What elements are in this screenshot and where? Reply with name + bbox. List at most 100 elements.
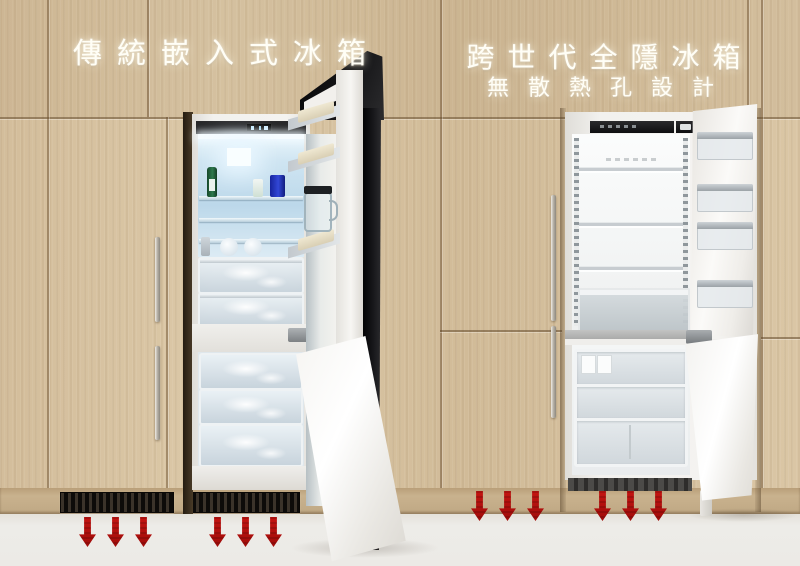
vent-grille (188, 492, 300, 513)
vent-arrow-icon (107, 517, 124, 547)
pitcher-body (304, 192, 332, 232)
compartment-divider (565, 339, 757, 345)
vent-arrow-icon (135, 517, 152, 547)
cabinet-seam (440, 330, 562, 332)
cabinet-seam (166, 117, 168, 488)
display-digit (251, 126, 254, 130)
temperature-display (247, 124, 271, 131)
cabinet-seam (747, 0, 749, 117)
drawer-divider (629, 425, 631, 459)
blue-container (270, 175, 285, 197)
shelf (579, 168, 683, 171)
white-can (253, 179, 263, 197)
door-hinge (288, 328, 308, 342)
right-subtitle: 無散熱孔設計 (486, 75, 733, 100)
right-title: 跨世代全隱冰箱 (466, 42, 754, 73)
cabinet-handle (155, 346, 160, 440)
drawer-rail (200, 259, 302, 263)
freezer-drawer (574, 384, 688, 421)
vent-arrow-icon (471, 491, 488, 521)
back-wall-marks (606, 158, 656, 161)
cabinet-seam (440, 0, 442, 488)
left-fridge-body (192, 114, 310, 490)
right-fridge-alcove-shadow (755, 108, 761, 512)
pitcher-handle (329, 200, 338, 221)
cabinet-seam (147, 0, 149, 117)
left-title: 傳統嵌入式冰箱 (72, 38, 381, 70)
left-fridge-fresh-interior (198, 134, 304, 257)
door-floor-shadow (688, 508, 798, 522)
display-digit (259, 126, 261, 130)
freezer-drawer (199, 353, 303, 390)
right-door-open (691, 104, 758, 338)
airflow-arrows-left-a (79, 517, 152, 547)
shelf (579, 223, 683, 226)
vent-arrow-icon (79, 517, 96, 547)
vent-arrow-icon (527, 491, 544, 521)
airflow-arrows-right-b (594, 491, 667, 521)
door-bin (697, 280, 753, 308)
control-toggle (680, 124, 691, 130)
freezer-drawer (199, 424, 303, 467)
cabinet-handle (551, 195, 556, 321)
ice-tray (581, 355, 596, 374)
vent-arrow-icon (209, 517, 226, 547)
door-bin (288, 142, 340, 176)
led-strip (574, 138, 579, 326)
door-bin (288, 100, 340, 134)
control-module (676, 121, 698, 133)
vent-grille (60, 492, 174, 513)
chiller-drawer (198, 257, 304, 294)
compartment-divider (565, 330, 692, 339)
left-fridge-control-panel (196, 121, 306, 134)
vent-arrow-icon (650, 491, 667, 521)
cabinet-seam (0, 117, 800, 119)
airflow-arrows-right-a (471, 491, 544, 521)
cabinet-handle (155, 237, 160, 322)
shelf (199, 196, 303, 200)
ice-tray (597, 355, 612, 374)
display-marks (600, 125, 640, 128)
pitcher-lid (304, 186, 332, 194)
right-fridge-freezer-interior (572, 345, 690, 475)
frost-tub (220, 238, 238, 256)
frost-tub (244, 238, 262, 256)
drawer-rail (580, 290, 688, 295)
green-bottle (207, 167, 217, 197)
drawer-rail (200, 294, 302, 298)
crisper-drawer (578, 288, 690, 332)
vent-arrow-icon (622, 491, 639, 521)
cabinet-handle (551, 326, 556, 418)
chiller-drawer (198, 292, 304, 327)
interior-light-bar (198, 134, 304, 139)
right-fridge-alcove-shadow (560, 108, 566, 512)
freezer-drawer (574, 349, 688, 387)
freezer-drawer (199, 389, 303, 425)
silver-can (201, 237, 210, 256)
door-bin (697, 132, 753, 160)
vent-arrow-icon (265, 517, 282, 547)
water-pitcher (302, 184, 338, 232)
led-light (227, 148, 251, 166)
left-fridge-base (192, 466, 310, 490)
vent-arrow-icon (594, 491, 611, 521)
upper-cabinet-band (0, 0, 800, 117)
shelf (579, 267, 683, 270)
shelf (199, 218, 303, 222)
cabinet-seam (761, 0, 763, 488)
right-fridge-fresh-interior (572, 134, 690, 332)
airflow-arrows-left-b (209, 517, 282, 547)
right-fridge-control-panel (590, 121, 674, 133)
vent-arrow-icon (237, 517, 254, 547)
display-digit (264, 126, 268, 130)
fridge-kick-strip (568, 478, 692, 491)
led-strip (683, 138, 688, 326)
door-bin (288, 228, 340, 262)
door-bin (697, 184, 753, 212)
bottle-label (209, 179, 215, 191)
door-bin (697, 222, 753, 250)
left-fridge-freezer-interior (198, 352, 304, 467)
left-fridge-alcove-shadow (183, 112, 193, 514)
vent-arrow-icon (499, 491, 516, 521)
